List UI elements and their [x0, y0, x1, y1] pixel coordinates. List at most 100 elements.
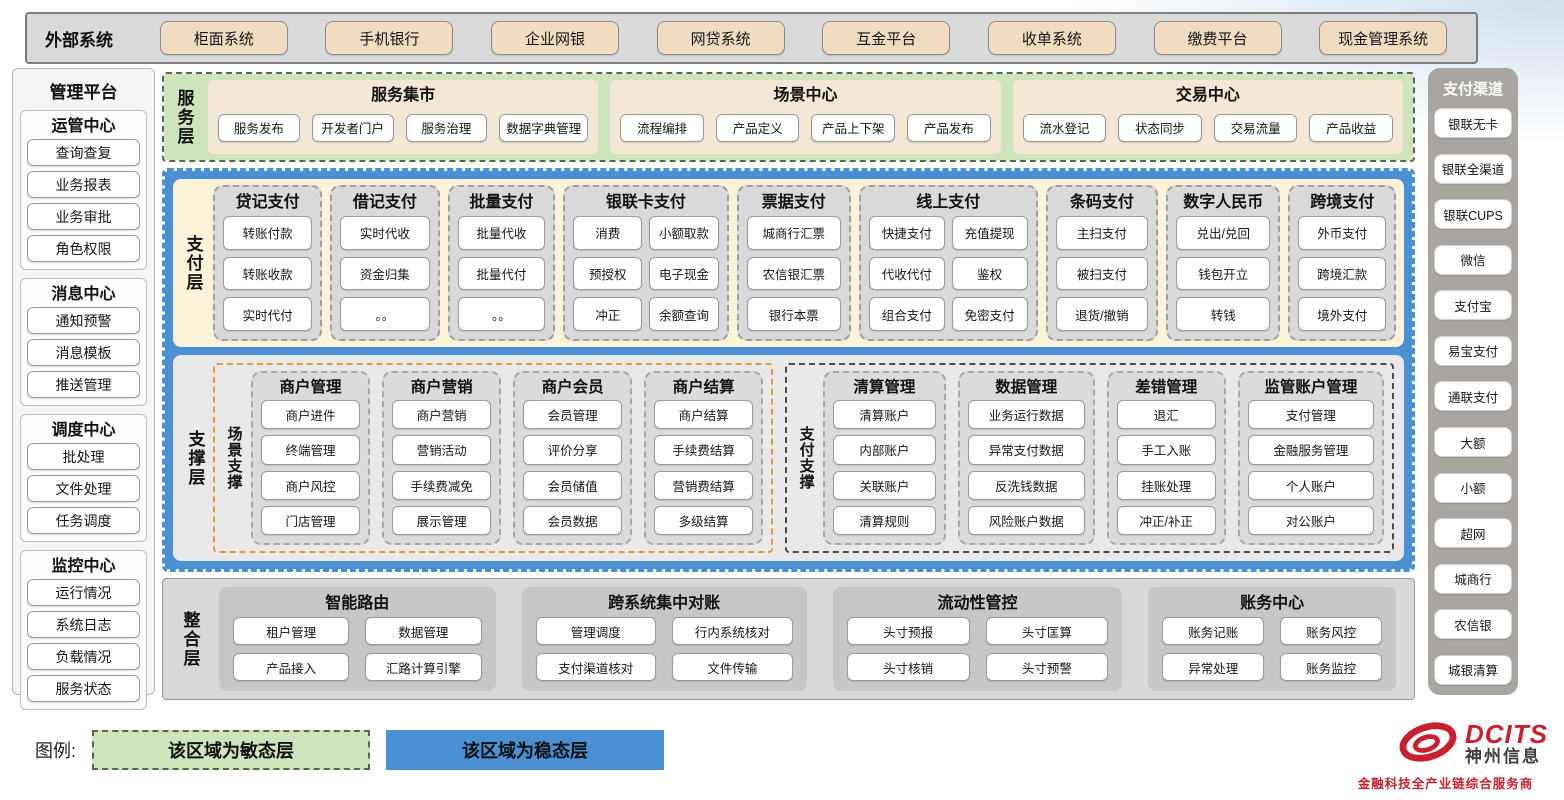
column-items: 商户进件终端管理商户风控门店管理 [261, 400, 361, 535]
support-item-box: 营销费结算 [654, 470, 754, 500]
service-item-box: 交易流量 [1213, 113, 1298, 142]
external-system-box: 网贷系统 [656, 21, 785, 55]
management-item-box: 负载情况 [27, 643, 140, 670]
clearing-management-column: 清算管理 清算账户内部账户关联账户清算规则 [823, 371, 946, 545]
payment-category-bill: 票据支付 城商行汇票农信银汇票银行本票 [736, 185, 851, 341]
category-items: 消费小额取款预授权电子现金冲正余额查询 [573, 216, 719, 331]
category-items: 主扫支付被扫支付退货/撤销 [1055, 216, 1149, 331]
payment-item-box: 小额取款 [649, 216, 719, 250]
payment-item-box: 跨境汇款 [1298, 256, 1387, 291]
dcits-swirl-icon [1397, 719, 1459, 770]
management-platform-title: 管理平台 [49, 83, 118, 102]
group-items: 流水登记状态同步交易流量产品收益 [1022, 108, 1393, 147]
category-items: 外币支付跨境汇款境外支付 [1298, 216, 1387, 331]
column-items: 会员管理评价分享会员储值会员数据 [523, 400, 623, 535]
management-item-box: 业务审批 [27, 203, 140, 230]
section-title: 调度中心 [51, 422, 116, 439]
category-items: 实时代收资金归集。。 [340, 216, 430, 331]
scene-center-group: 场景中心 流程编排产品定义产品上下架产品发布 [610, 80, 1001, 154]
support-item-box: 对公账户 [1247, 505, 1374, 535]
column-title: 数据管理 [995, 379, 1058, 396]
section-monitoring-center: 监控中心 运行情况系统日志负载情况服务状态 [20, 550, 147, 710]
payment-item-box: 批量代付 [457, 256, 546, 291]
group-title: 智能路由 [325, 595, 390, 612]
section-title: 消息中心 [51, 286, 116, 303]
payment-channel-box: 银联全渠道 [1434, 153, 1512, 184]
support-item-box: 金融服务管理 [1247, 435, 1374, 465]
external-system-box: 手机银行 [325, 21, 454, 55]
support-layer-label: 支撑层 [185, 429, 205, 487]
external-system-box: 收单系统 [987, 21, 1116, 55]
payment-category-cross-border: 跨境支付 外币支付跨境汇款境外支付 [1288, 185, 1397, 341]
section-scheduling-center: 调度中心 批处理文件处理任务调度 [20, 414, 147, 542]
payment-channel-box: 超网 [1434, 518, 1512, 549]
external-system-box: 现金管理系统 [1319, 21, 1448, 55]
management-item-box: 任务调度 [27, 507, 140, 534]
service-market-group: 服务集市 服务发布开发者门户服务治理数据字典管理 [208, 80, 599, 154]
group-title: 服务集市 [371, 87, 436, 104]
category-title: 线上支付 [916, 194, 981, 211]
smart-routing-group: 智能路由 租户管理数据管理产品接入汇路计算引擎 [219, 587, 496, 691]
payment-item-box: 。。 [340, 297, 430, 331]
integration-item-box: 账务记账 [1162, 617, 1265, 645]
cross-system-reconciliation-group: 跨系统集中对账 管理调度行内系统核对支付渠道核对文件传输 [521, 587, 807, 691]
payment-category-batch: 批量支付 批量代收批量代付。。 [447, 185, 556, 341]
management-item-box: 角色权限 [27, 235, 140, 262]
legend-agile-layer: 该区域为敏态层 [92, 730, 371, 770]
category-title: 票据支付 [761, 194, 826, 211]
column-title: 清算管理 [853, 379, 916, 396]
payment-item-box: 预授权 [573, 256, 643, 291]
merchant-marketing-column: 商户营销 商户营销营销活动手续费减免展示管理 [382, 371, 502, 545]
support-item-box: 会员储值 [523, 470, 623, 500]
service-item-box: 产品收益 [1309, 113, 1393, 142]
management-item-box: 运行情况 [27, 579, 140, 606]
section-operations-center: 运管中心 查询查复业务报表业务审批角色权限 [20, 110, 147, 270]
support-item-box: 商户进件 [261, 400, 361, 430]
payment-channel-box: 城银清算 [1434, 654, 1512, 685]
payment-item-box: 。。 [457, 297, 546, 331]
scene-support-group: 场景支撑 商户管理 商户进件终端管理商户风控门店管理 商户营销 商户营销营销活动… [213, 363, 774, 553]
group-items: 服务发布开发者门户服务治理数据字典管理 [218, 108, 589, 147]
support-item-box: 商户结算 [654, 400, 754, 430]
payment-item-box: 代收代付 [868, 256, 945, 291]
payment-channel-box: 易宝支付 [1434, 335, 1512, 366]
external-systems-bar: 外部系统 柜面系统手机银行企业网银网贷系统互金平台收单系统缴费平台现金管理系统 [25, 12, 1478, 64]
integration-item-box: 头寸匡算 [985, 617, 1109, 645]
category-items: 快捷支付充值提现代收代付鉴权组合支付免密支付 [868, 216, 1028, 331]
category-title: 贷记支付 [235, 194, 300, 211]
service-item-box: 流水登记 [1022, 113, 1107, 142]
payment-channel-box: 小额 [1434, 472, 1512, 503]
column-title: 商户管理 [279, 379, 342, 396]
support-item-box: 冲正/补正 [1116, 505, 1216, 535]
service-item-box: 流程编排 [620, 113, 704, 142]
payment-item-box: 消费 [573, 216, 643, 250]
category-items: 转账付款转账收款实时代付 [223, 216, 313, 331]
payment-item-box: 转账收款 [223, 256, 313, 291]
payment-item-box: 鉴权 [951, 256, 1028, 291]
management-item-box: 系统日志 [27, 611, 140, 638]
support-item-box: 终端管理 [261, 435, 361, 465]
section-title: 监控中心 [51, 558, 116, 575]
service-item-box: 产品定义 [715, 113, 800, 142]
legend-label: 图例: [35, 741, 77, 761]
category-items: 批量代收批量代付。。 [457, 216, 546, 331]
section-items: 运行情况系统日志负载情况服务状态 [27, 579, 140, 702]
external-systems-list: 柜面系统手机银行企业网银网贷系统互金平台收单系统缴费平台现金管理系统 [141, 21, 1466, 55]
section-items: 查询查复业务报表业务审批角色权限 [27, 139, 140, 262]
support-item-box: 内部账户 [833, 435, 936, 465]
group-items: 账务记账账务风控异常处理账务监控 [1162, 617, 1383, 681]
external-system-box: 柜面系统 [159, 21, 288, 55]
management-item-box: 文件处理 [27, 475, 140, 502]
payment-channel-box: 城商行 [1434, 563, 1512, 594]
payment-category-digital-rmb: 数字人民币 兑出/兑回钱包开立转钱 [1166, 185, 1281, 341]
payment-item-box: 城商行汇票 [746, 216, 841, 250]
support-item-box: 商户营销 [392, 400, 492, 430]
payment-support-label: 支付支撑 [797, 426, 815, 490]
payment-item-box: 快捷支付 [868, 216, 945, 250]
section-title: 运管中心 [51, 118, 116, 135]
service-item-box: 产品上下架 [811, 113, 896, 142]
management-item-box: 服务状态 [27, 675, 140, 702]
scene-support-label: 场景支撑 [225, 426, 243, 490]
management-item-box: 查询查复 [27, 139, 140, 166]
group-title: 交易中心 [1175, 87, 1240, 104]
